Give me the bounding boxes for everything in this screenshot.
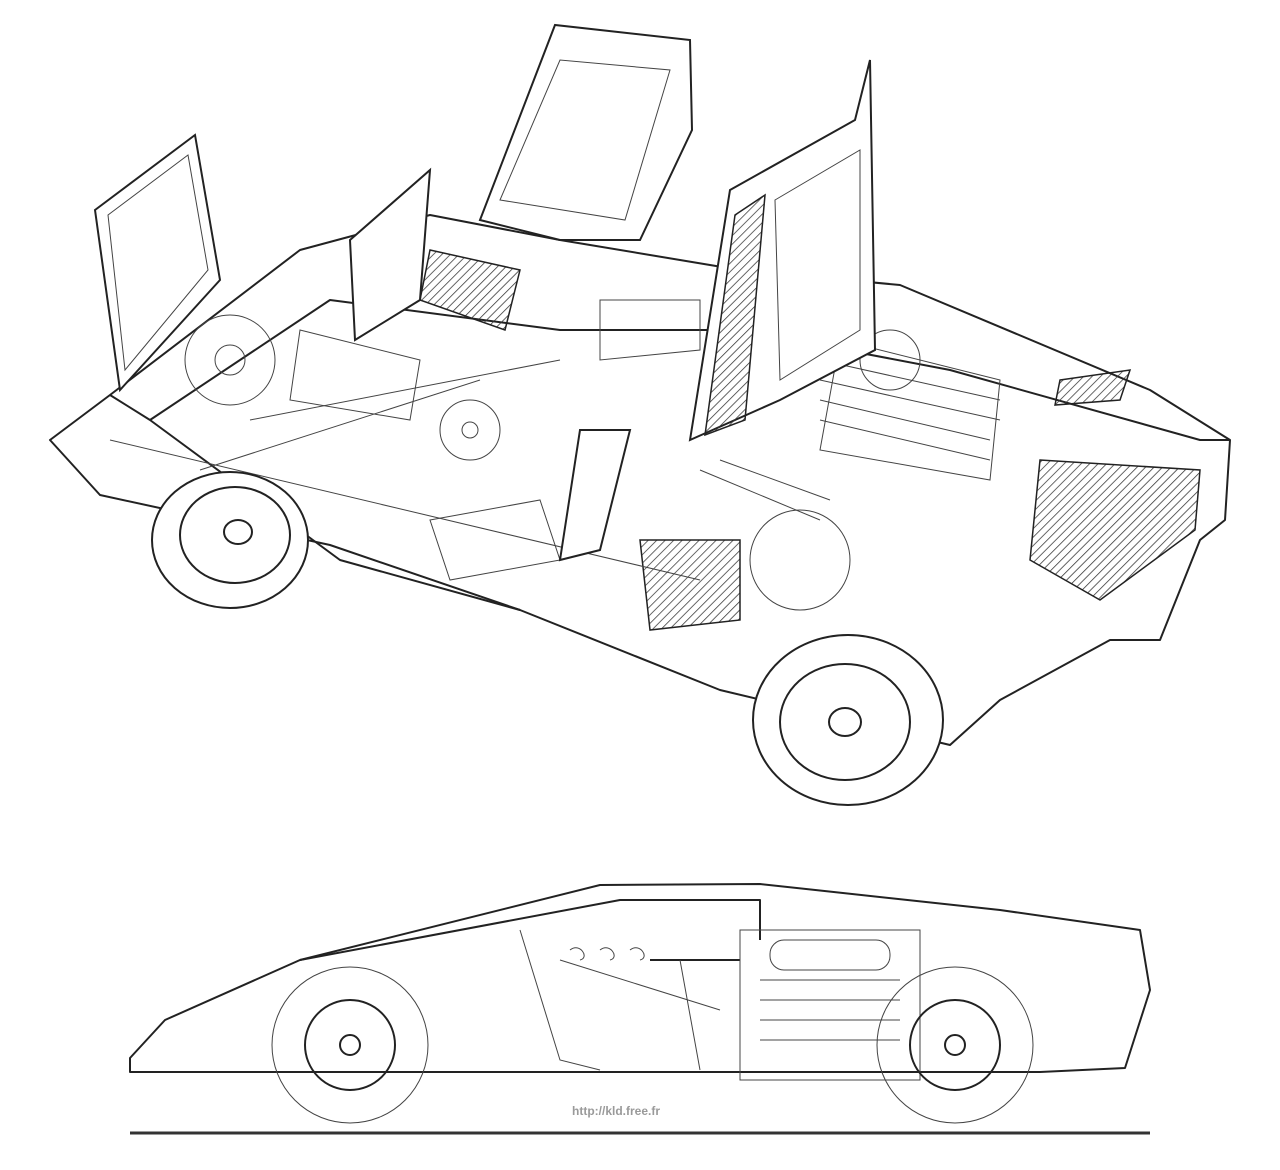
cutaway-side-view bbox=[129, 883, 1151, 1135]
left-open-door bbox=[93, 133, 222, 393]
rear-wheel bbox=[752, 634, 944, 806]
front-wheel bbox=[151, 471, 309, 609]
watermark: http://kld.free.fr bbox=[572, 1104, 661, 1118]
car-body-outline bbox=[49, 214, 1231, 746]
side-front-wheel bbox=[271, 966, 429, 1124]
top-open-door bbox=[478, 23, 694, 241]
side-body-outline bbox=[129, 883, 1151, 1073]
side-rear-wheel bbox=[876, 966, 1034, 1124]
cutaway-3-4-view bbox=[49, 23, 1231, 806]
